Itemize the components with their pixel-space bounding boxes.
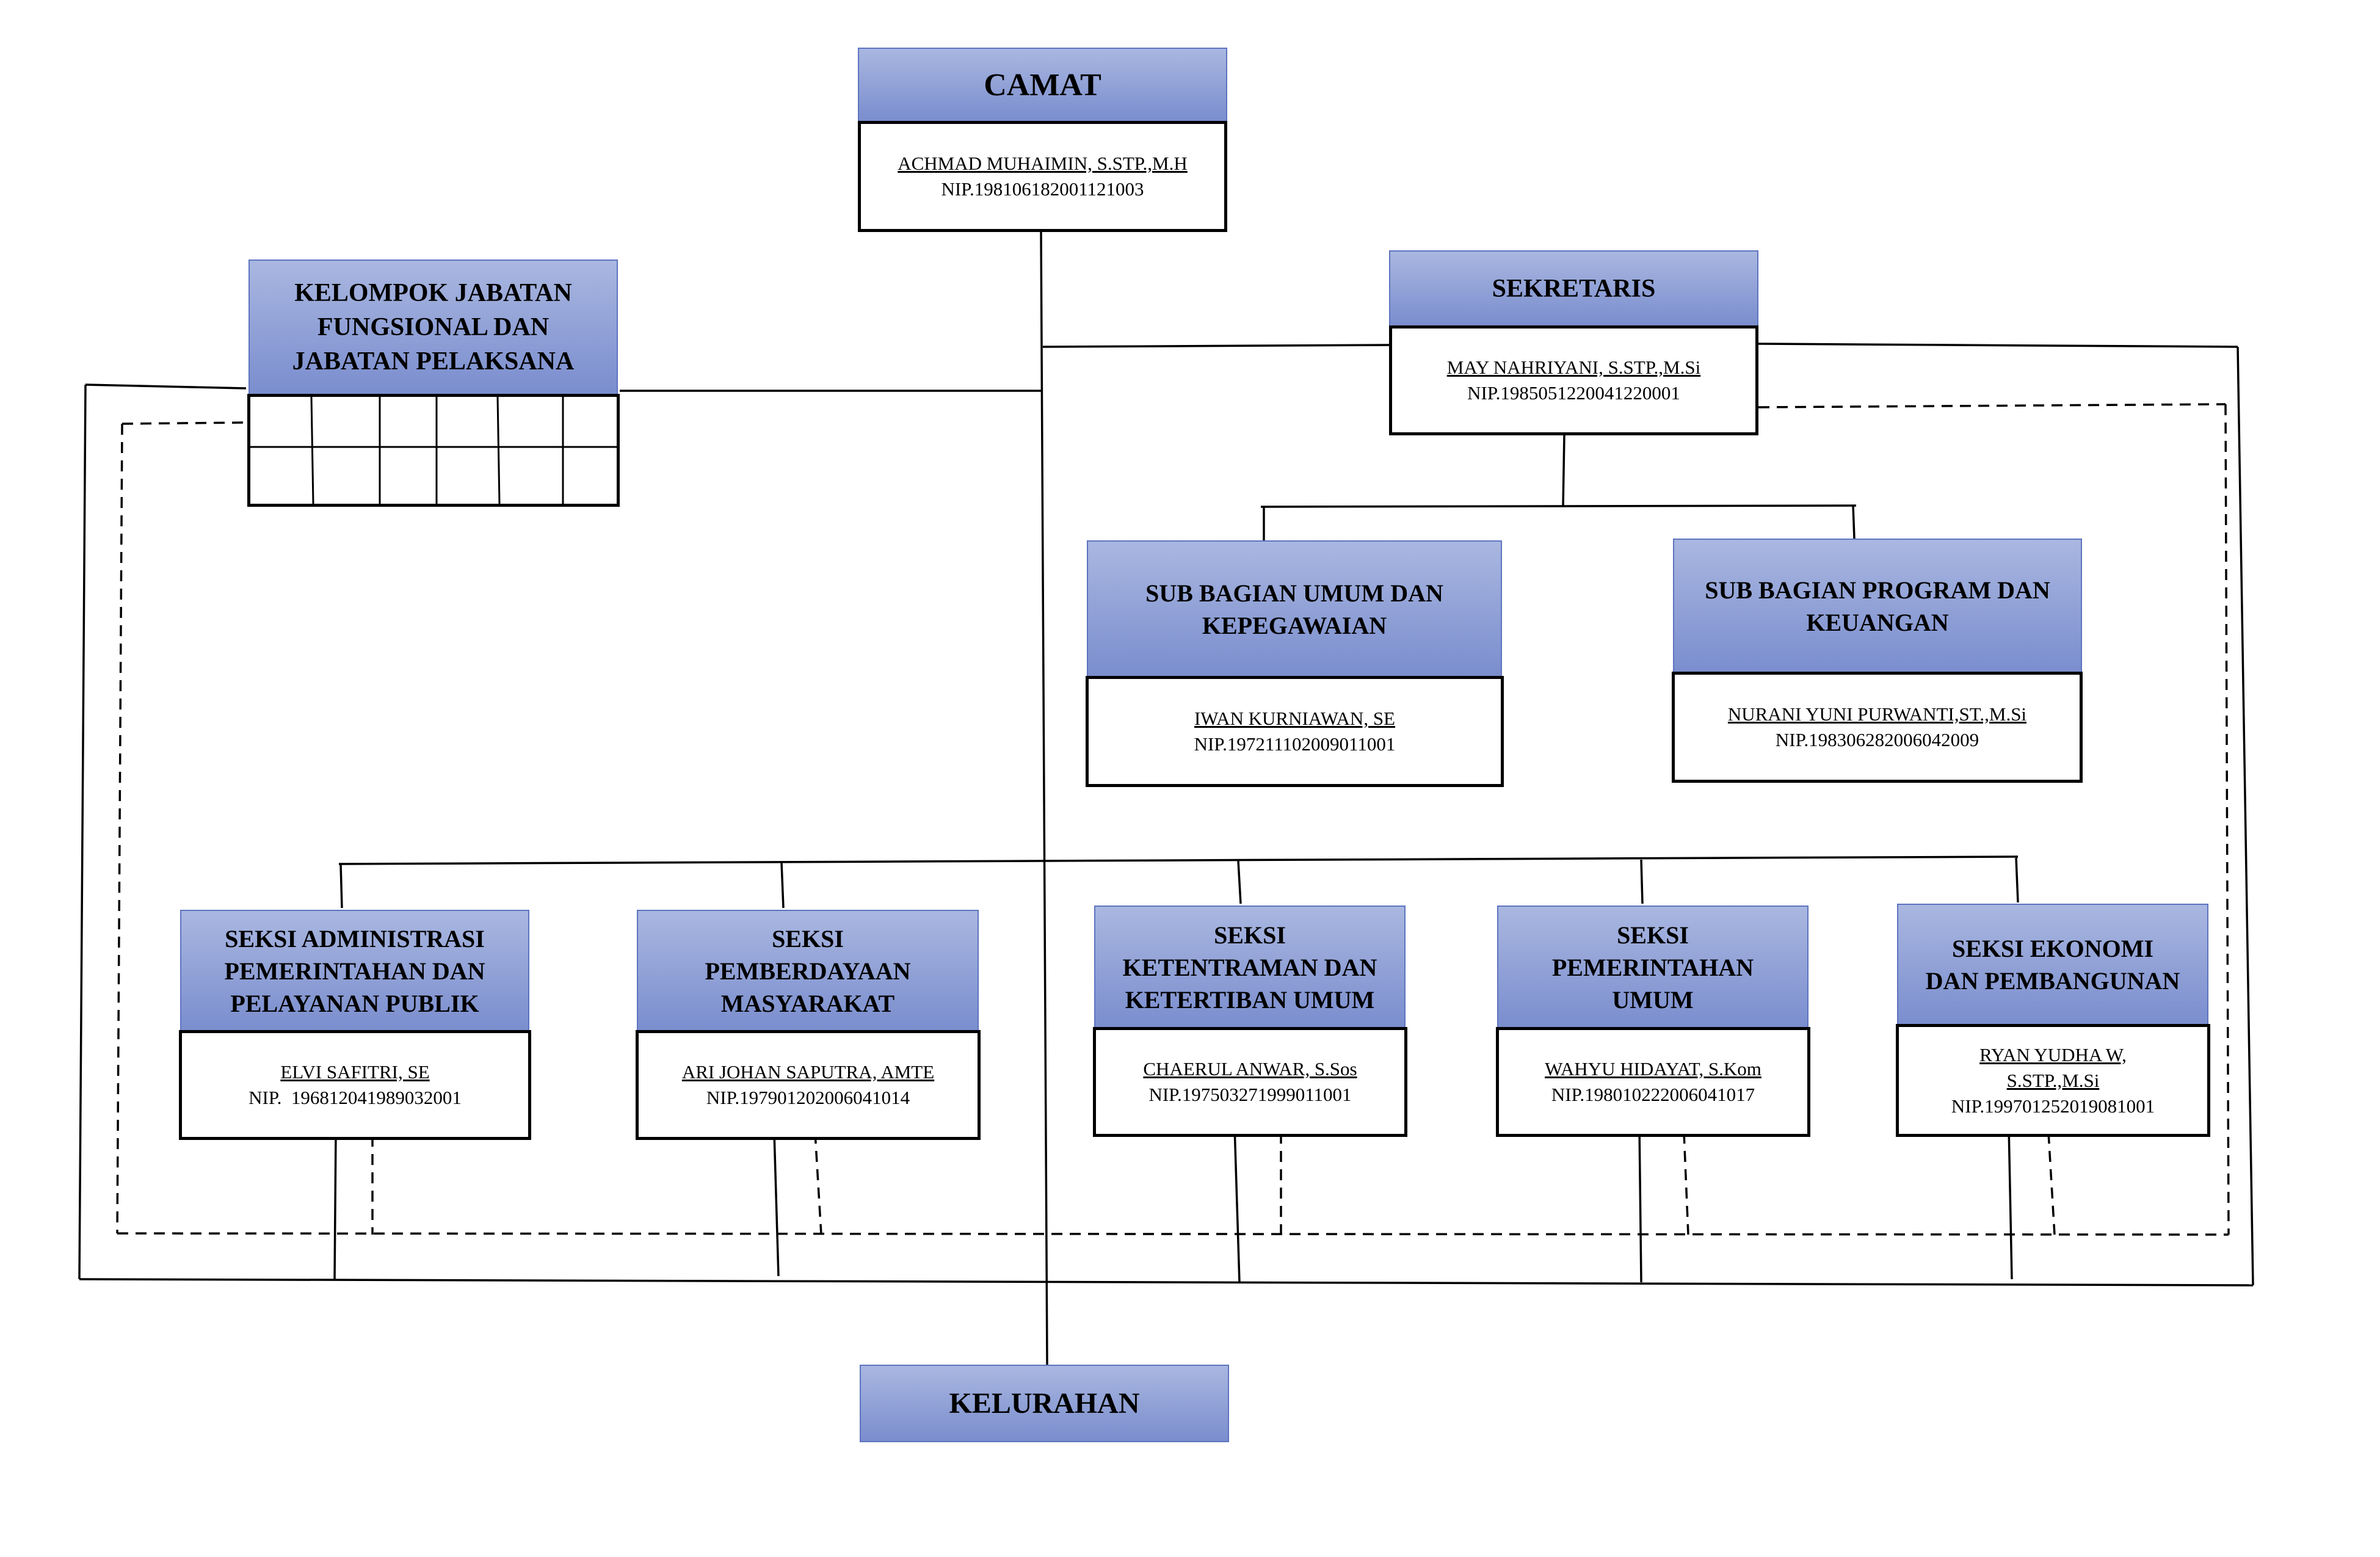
- seksi-pemerintahan-info-box: WAHYU HIDAYAT, S.Kom NIP.198010222006041…: [1496, 1027, 1810, 1137]
- subbag-umum-title-box: SUB BAGIAN UMUM DAN KEPEGAWAIAN: [1087, 540, 1502, 678]
- kelurahan-title: KELURAHAN: [949, 1387, 1140, 1420]
- seksi-admin-line-3: PELAYANAN PUBLIK: [230, 989, 479, 1017]
- seksi-pemberdayaan-line-1: SEKSI: [772, 924, 844, 953]
- seksi-ekonomi-name-1: RYAN YUDHA W,: [1979, 1043, 2127, 1065]
- seksi-pemberdayaan-line-2: PEMBERDAYAAN: [705, 957, 911, 985]
- seksi-admin-line-1: SEKSI ADMINISTRASI: [225, 924, 485, 953]
- seksi-pemerintahan-line-3: UMUM: [1612, 985, 1694, 1014]
- kelompok-line-1: KELOMPOK JABATAN: [294, 279, 572, 307]
- seksi-ekonomi-nip: NIP.199701252019081001: [1951, 1095, 2155, 1117]
- subbag-program-line-1: SUB BAGIAN PROGRAM DAN: [1705, 576, 2050, 604]
- subbag-umum-line-2: KEPEGAWAIAN: [1202, 611, 1387, 639]
- seksi-pemberdayaan-name: ARI JOHAN SAPUTRA, AMTE: [681, 1061, 935, 1083]
- camat-nip: NIP.198106182001121003: [941, 178, 1144, 200]
- seksi-admin-line-2: PEMERINTAHAN DAN: [224, 957, 485, 985]
- seksi-pemberdayaan-line-3: MASYARAKAT: [720, 989, 895, 1017]
- kelompok-title-box: KELOMPOK JABATAN FUNGSIONAL DAN JABATAN …: [249, 260, 618, 395]
- seksi-pemberdayaan-info-box: ARI JOHAN SAPUTRA, AMTE NIP.197901202006…: [636, 1030, 981, 1140]
- seksi-pemerintahan-nip: NIP.198010222006041017: [1551, 1084, 1755, 1105]
- seksi-ketentraman-title-box: SEKSI KETENTRAMAN DAN KETERTIBAN UMUM: [1094, 906, 1406, 1029]
- seksi-ketentraman-line-3: KETERTIBAN UMUM: [1125, 985, 1375, 1014]
- subbag-program-line-2: KEUANGAN: [1806, 609, 1949, 636]
- camat-name: ACHMAD MUHAIMIN, S.STP.,M.H: [898, 153, 1188, 174]
- seksi-ekonomi-title-box: SEKSI EKONOMI DAN PEMBANGUNAN: [1897, 904, 2208, 1026]
- seksi-ketentraman-name: CHAERUL ANWAR, S.Sos: [1143, 1058, 1357, 1080]
- seksi-admin-title-box: SEKSI ADMINISTRASI PEMERINTAHAN DAN PELA…: [180, 910, 529, 1032]
- seksi-pemerintahan-line-1: SEKSI: [1617, 921, 1689, 949]
- subbag-umum-nip: NIP.197211102009011001: [1194, 733, 1396, 755]
- subbag-program-info-box: NURANI YUNI PURWANTI,ST.,M.Si NIP.198306…: [1672, 672, 2083, 783]
- seksi-admin-name: ELVI SAFITRI, SE: [280, 1061, 430, 1083]
- sekretaris-title: SEKRETARIS: [1492, 274, 1656, 303]
- seksi-ekonomi-name-2: S.STP.,M.Si: [2006, 1069, 2100, 1091]
- subbag-umum-name: IWAN KURNIAWAN, SE: [1194, 708, 1395, 729]
- seksi-ketentraman-line-1: SEKSI: [1214, 921, 1286, 949]
- kelompok-grid: [247, 394, 620, 507]
- sekretaris-name: MAY NAHRIYANI, S.STP.,M.Si: [1446, 357, 1701, 378]
- seksi-ketentraman-line-2: KETENTRAMAN DAN: [1122, 953, 1377, 981]
- sekretaris-info-box: MAY NAHRIYANI, S.STP.,M.Si NIP.198505122…: [1389, 325, 1758, 435]
- camat-title: CAMAT: [984, 67, 1101, 103]
- sekretaris-title-box: SEKRETARIS: [1389, 250, 1758, 327]
- subbag-program-title-box: SUB BAGIAN PROGRAM DAN KEUANGAN: [1673, 539, 2082, 674]
- seksi-pemberdayaan-title-box: SEKSI PEMBERDAYAAN MASYARAKAT: [637, 910, 979, 1032]
- seksi-admin-nip: NIP. 196812041989032001: [249, 1087, 462, 1108]
- sekretaris-nip: NIP.1985051220041220001: [1467, 382, 1680, 404]
- camat-title-box: CAMAT: [858, 48, 1227, 122]
- subbag-umum-line-1: SUB BAGIAN UMUM DAN: [1145, 579, 1443, 607]
- kelompok-line-3: JABATAN PELAKSANA: [292, 347, 575, 376]
- seksi-pemerintahan-line-2: PEMERINTAHAN: [1551, 953, 1754, 981]
- seksi-ekonomi-line-1: SEKSI EKONOMI: [1951, 935, 2154, 962]
- seksi-ketentraman-info-box: CHAERUL ANWAR, S.Sos NIP.197503271999011…: [1093, 1027, 1407, 1137]
- seksi-ketentraman-nip: NIP.197503271999011001: [1148, 1084, 1352, 1105]
- seksi-pemberdayaan-nip: NIP.197901202006041014: [706, 1087, 910, 1108]
- seksi-ekonomi-info-box: RYAN YUDHA W, S.STP.,M.Si NIP.1997012520…: [1896, 1024, 2210, 1137]
- seksi-pemerintahan-name: WAHYU HIDAYAT, S.Kom: [1545, 1058, 1761, 1080]
- kelompok-line-2: FUNGSIONAL DAN: [317, 313, 550, 341]
- camat-info-box: ACHMAD MUHAIMIN, S.STP.,M.H NIP.19810618…: [858, 121, 1227, 232]
- kelurahan-title-box: KELURAHAN: [860, 1365, 1229, 1442]
- seksi-pemerintahan-title-box: SEKSI PEMERINTAHAN UMUM: [1497, 906, 1809, 1029]
- subbag-program-nip: NIP.198306282006042009: [1775, 729, 1979, 750]
- seksi-ekonomi-line-2: DAN PEMBANGUNAN: [1925, 967, 2180, 995]
- subbag-program-name: NURANI YUNI PURWANTI,ST.,M.Si: [1727, 703, 2027, 725]
- subbag-umum-info-box: IWAN KURNIAWAN, SE NIP.19721110200901100…: [1086, 676, 1504, 787]
- kelompok-grid-lines: [250, 397, 617, 504]
- seksi-admin-info-box: ELVI SAFITRI, SE NIP. 196812041989032001: [179, 1030, 531, 1140]
